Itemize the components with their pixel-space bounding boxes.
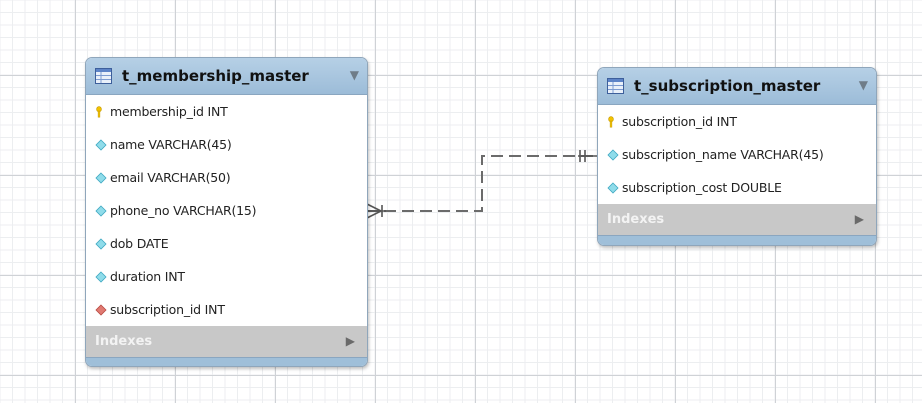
column-row[interactable]: duration INT [86, 260, 367, 293]
column-label: dob DATE [110, 236, 169, 251]
column-diamond-icon [95, 171, 107, 184]
table-t-subscription-master[interactable]: t_subscription_master ▼ subscription_id … [597, 67, 877, 246]
column-row[interactable]: subscription_name VARCHAR(45) [598, 138, 876, 171]
foreign-key-diamond-icon [95, 303, 107, 316]
column-row[interactable]: membership_id INT [86, 95, 367, 128]
collapse-toggle-icon[interactable]: ▼ [349, 68, 359, 82]
collapse-toggle-icon[interactable]: ▼ [858, 78, 868, 92]
table-footer [598, 235, 876, 245]
table-icon [95, 68, 112, 84]
expand-arrow-icon[interactable]: ▶ [345, 334, 355, 348]
column-row[interactable]: phone_no VARCHAR(15) [86, 194, 367, 227]
column-label: name VARCHAR(45) [110, 137, 232, 152]
column-row[interactable]: email VARCHAR(50) [86, 161, 367, 194]
column-label: subscription_id INT [110, 302, 225, 317]
column-label: duration INT [110, 269, 185, 284]
relationship-line [366, 155, 597, 212]
column-label: email VARCHAR(50) [110, 170, 231, 185]
crow-foot-many-icon [366, 203, 386, 219]
indexes-section[interactable]: Indexes ▶ [598, 204, 876, 235]
column-row[interactable]: name VARCHAR(45) [86, 128, 367, 161]
indexes-label: Indexes [95, 334, 153, 349]
column-diamond-icon [607, 148, 619, 161]
primary-key-icon [608, 115, 614, 127]
column-diamond-icon [95, 270, 107, 283]
table-t-membership-master[interactable]: t_membership_master ▼ membership_id INT … [85, 57, 368, 367]
column-label: subscription_cost DOUBLE [622, 180, 782, 195]
indexes-section[interactable]: Indexes ▶ [86, 326, 367, 357]
column-diamond-icon [95, 237, 107, 250]
column-label: phone_no VARCHAR(15) [110, 203, 257, 218]
column-label: subscription_id INT [622, 114, 737, 129]
primary-key-icon [96, 105, 102, 117]
column-diamond-icon [95, 138, 107, 151]
indexes-label: Indexes [607, 212, 665, 227]
column-diamond-icon [95, 204, 107, 217]
column-label: subscription_name VARCHAR(45) [622, 147, 824, 162]
table-title: t_subscription_master [634, 77, 821, 95]
column-label: membership_id INT [110, 104, 228, 119]
table-footer [86, 357, 367, 366]
column-row[interactable]: subscription_cost DOUBLE [598, 171, 876, 204]
table-title: t_membership_master [122, 67, 309, 85]
column-row[interactable]: dob DATE [86, 227, 367, 260]
table-header[interactable]: t_subscription_master ▼ [598, 68, 876, 105]
column-row[interactable]: subscription_id INT [86, 293, 367, 326]
one-bar-icon [578, 150, 597, 162]
table-icon [607, 78, 624, 94]
column-diamond-icon [607, 181, 619, 194]
column-row[interactable]: subscription_id INT [598, 105, 876, 138]
expand-arrow-icon[interactable]: ▶ [854, 212, 864, 226]
table-header[interactable]: t_membership_master ▼ [86, 58, 367, 95]
